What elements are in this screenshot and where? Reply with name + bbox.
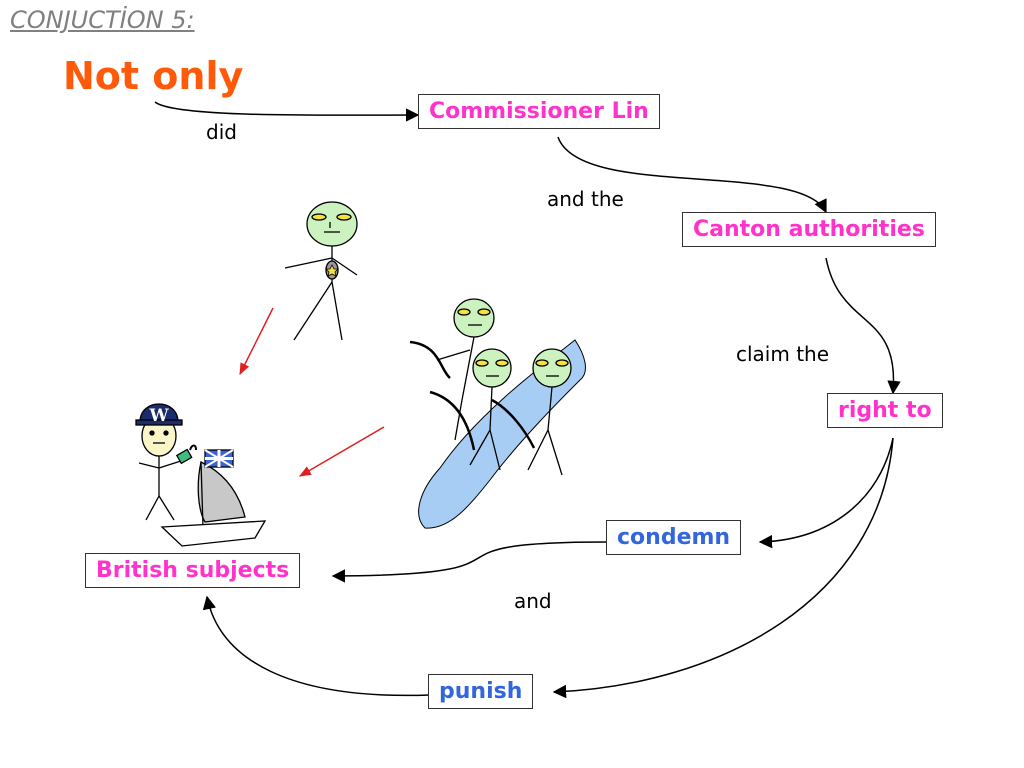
red-arrow-upper (239, 307, 274, 376)
arrow-not-only-to-commissioner (154, 101, 420, 122)
label-did: did (206, 120, 237, 144)
slide-title: CONJUCTİON 5: (10, 6, 195, 34)
node-right-to: right to (827, 393, 943, 428)
arrow-right-to-punish (552, 437, 894, 699)
hat-letter: W (148, 406, 169, 426)
chinese-figures-icon (409, 298, 572, 476)
heading-not-only: Not only (63, 54, 244, 98)
arrow-commissioner-to-canton (557, 136, 827, 214)
node-british-subjects: British subjects (85, 553, 301, 588)
red-arrow-lower (298, 426, 385, 477)
arrow-condemn-to-british (331, 541, 607, 583)
arrow-punish-to-british (202, 595, 431, 697)
node-canton-authorities: Canton authorities (682, 212, 936, 247)
label-claim-the: claim the (736, 342, 830, 366)
official-figure-icon (284, 201, 358, 341)
node-punish: punish (428, 674, 534, 709)
label-and: and (514, 589, 552, 613)
arrow-canton-to-right (825, 257, 901, 395)
node-condemn: condemn (606, 520, 742, 555)
node-commissioner-lin: Commissioner Lin (418, 94, 660, 129)
label-and-the: and the (547, 187, 624, 211)
arrow-right-to-condemn (758, 437, 894, 549)
british-sailor-icon (135, 403, 267, 547)
